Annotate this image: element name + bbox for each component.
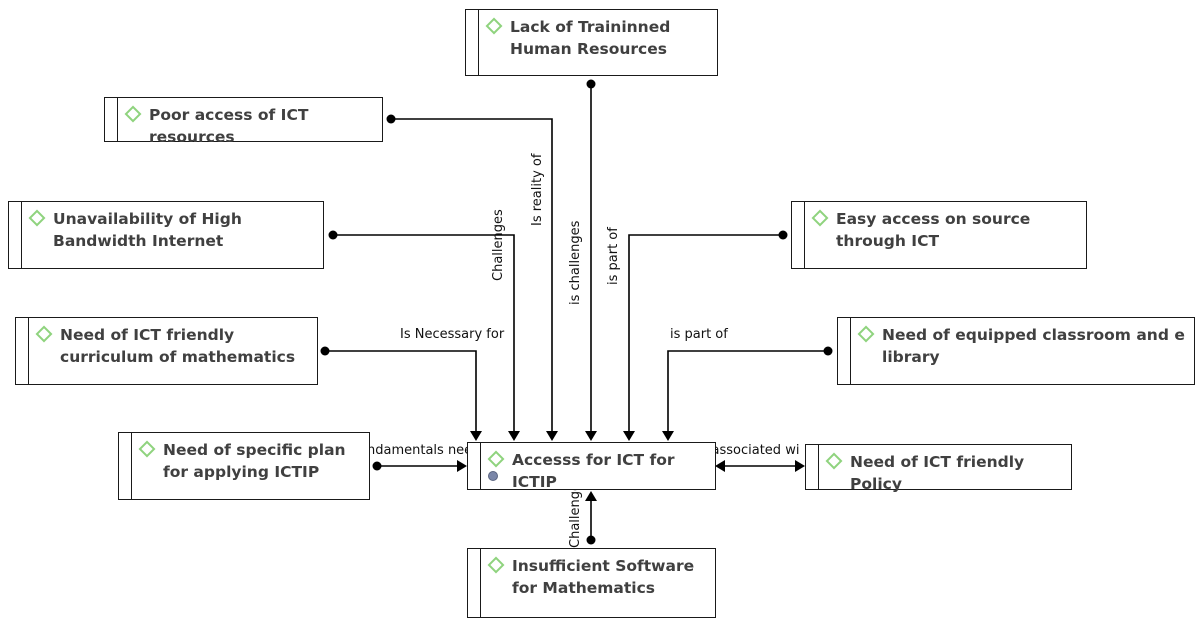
connector-dot (328, 230, 338, 240)
node-bar (480, 549, 481, 617)
connector-dot (372, 461, 382, 471)
edge-label-challenges: Challenges (491, 209, 506, 281)
connector-unavailability (333, 234, 515, 432)
arrowhead (546, 431, 558, 441)
node-bar (28, 318, 29, 384)
connector-need-classroom (667, 350, 828, 432)
node-bar (131, 433, 132, 499)
connector-poor-access (391, 118, 553, 432)
node-bar (21, 202, 22, 268)
node-label: Unavailability of High Bandwidth Interne… (53, 210, 242, 250)
topic-icon (811, 209, 829, 227)
node-bar (804, 202, 805, 268)
node-label: Easy access on source through ICT (836, 210, 1031, 250)
connector-dot (386, 114, 396, 124)
edge-label-associated: is associated wi (697, 443, 799, 458)
node-need-plan[interactable]: Need of specific plan for applying ICTIP (118, 432, 370, 500)
edge-label-is-part-of-1: is part of (606, 227, 621, 285)
edge-label-is-reality-of: Is reality of (530, 153, 545, 226)
node-center-access[interactable]: Accesss for ICT for ICTIP (467, 442, 716, 491)
topic-icon (825, 452, 843, 470)
node-label: Accesss for ICT for ICTIP (512, 451, 675, 491)
node-need-classroom[interactable]: Need of equipped classroom and e library (837, 317, 1195, 385)
arrowhead (623, 431, 635, 441)
node-bar (478, 10, 479, 75)
node-label: Need of ICT friendly curriculum of mathe… (60, 326, 296, 366)
node-poor-access[interactable]: Poor access of ICT resources (104, 97, 383, 146)
connector-need-curriculum (325, 350, 477, 432)
node-label: Poor access of ICT resources (149, 106, 309, 146)
arrowhead (470, 431, 482, 441)
edge-label-fundamentals: Fundamentals nee (352, 443, 472, 458)
node-bar (480, 443, 481, 489)
connector-dot (778, 230, 788, 240)
arrowhead (795, 460, 805, 472)
topic-icon (857, 325, 875, 343)
topic-icon (487, 556, 505, 574)
topic-icon (138, 440, 156, 458)
topic-icon (487, 450, 505, 468)
node-unavailability-bandwidth[interactable]: Unavailability of High Bandwidth Interne… (8, 201, 324, 269)
connector-dot (586, 79, 596, 89)
edge-label-is-part-of-2: is part of (670, 327, 728, 342)
topic-icon (124, 105, 142, 123)
connector-dot (586, 535, 596, 545)
arrowhead (508, 431, 520, 441)
connector-dot (823, 346, 833, 356)
node-label: Lack of Traininned Human Resources (510, 18, 671, 58)
edge-label-is-necessary-for: Is Necessary for (400, 327, 505, 342)
topic-icon (35, 325, 53, 343)
node-label: Need of ICT friendly Policy (850, 453, 1025, 493)
node-label: Need of equipped classroom and e library (882, 326, 1185, 366)
node-easy-access[interactable]: Easy access on source through ICT (791, 201, 1087, 269)
topic-icon (28, 209, 46, 227)
node-lack-trained[interactable]: Lack of Traininned Human Resources (465, 9, 718, 76)
node-label: Insufficient Software for Mathematics (512, 557, 695, 597)
node-label: Need of specific plan for applying ICTIP (163, 441, 346, 481)
node-insufficient-software[interactable]: Insufficient Software for Mathematics (467, 548, 716, 618)
status-dot-icon (488, 471, 498, 481)
arrowhead (457, 460, 467, 472)
connector-dot (320, 346, 330, 356)
connector-easy-access (628, 234, 783, 432)
node-need-policy[interactable]: Need of ICT friendly Policy (805, 444, 1072, 493)
node-bar (117, 98, 118, 141)
node-bar (850, 318, 851, 384)
arrowhead (715, 460, 725, 472)
arrowhead (585, 431, 597, 441)
edge-label-is-challenges: is challenges (568, 220, 583, 305)
topic-icon (485, 17, 503, 35)
arrowhead (662, 431, 674, 441)
node-bar (818, 445, 819, 489)
edge-label-challenge-bottom: Challenge (568, 483, 583, 548)
arrowhead (585, 491, 597, 501)
node-need-curriculum[interactable]: Need of ICT friendly curriculum of mathe… (15, 317, 318, 385)
